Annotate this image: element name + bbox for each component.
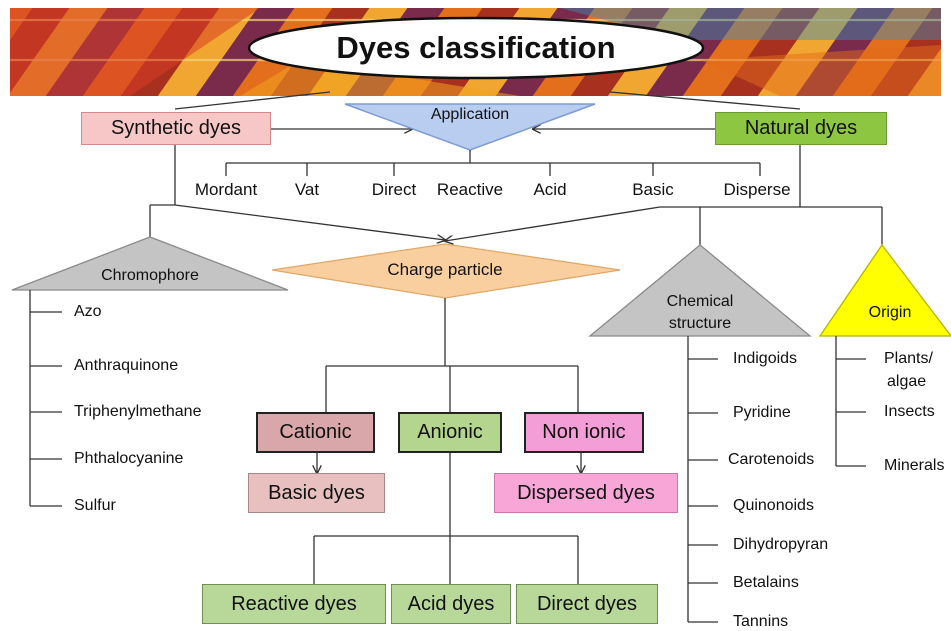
chemical-structure-item: Carotenoids [728,451,814,469]
chemical-structure-item: Tannins [733,613,788,631]
origin-item: algae [887,373,926,391]
application-item: Disperse [712,180,802,200]
origin-item: Plants/ [884,350,933,368]
chemical-structure-label-line1: Chemical [650,293,750,311]
origin-item: Insects [884,403,935,421]
dispersed-dyes-box: Dispersed dyes [494,473,678,513]
natural-dyes-box: Natural dyes [715,112,887,145]
anionic-box: Anionic [398,412,502,453]
chromophore-label: Chromophore [80,267,220,285]
chromophore-item: Sulfur [74,497,116,515]
application-item: Mordant [186,180,266,200]
direct-dyes-box: Direct dyes [516,584,658,624]
chromophore-item: Azo [74,303,102,321]
chromophore-item: Triphenylmethane [74,403,201,421]
application-label: Application [420,106,520,124]
page-title: Dyes classification [250,20,702,76]
nonionic-box: Non ionic [524,412,644,453]
chemical-structure-item: Indigoids [733,350,797,368]
chemical-structure-item: Dihydropyran [733,536,828,554]
chemical-structure-item: Betalains [733,574,799,592]
cationic-box: Cationic [256,412,375,453]
chromophore-item: Anthraquinone [74,357,178,375]
synthetic-dyes-box: Synthetic dyes [81,112,271,145]
chromophore-item: Phthalocyanine [74,450,183,468]
basic-dyes-box: Basic dyes [248,473,385,513]
reactive-dyes-box: Reactive dyes [202,584,386,624]
origin-item: Minerals [884,457,951,475]
chemical-structure-item: Pyridine [733,404,791,422]
application-item: Basic [624,180,682,200]
chemical-structure-label-line2: structure [650,315,750,333]
chemical-structure-item: Quinonoids [733,497,814,515]
origin-label: Origin [850,304,930,322]
charge-particle-label: Charge particle [360,260,530,280]
application-item: Reactive [428,180,512,200]
application-item: Direct [364,180,424,200]
application-item: Vat [287,180,327,200]
origin-shape [820,245,951,336]
application-item: Acid [527,180,573,200]
acid-dyes-box: Acid dyes [391,584,511,624]
